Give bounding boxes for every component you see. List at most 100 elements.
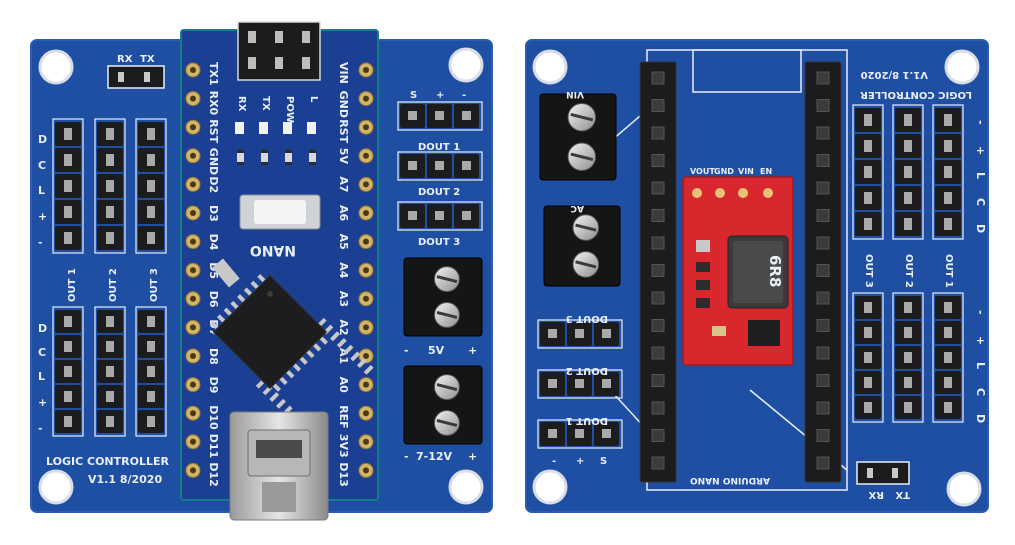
svg-text:D: D <box>38 133 47 146</box>
servo-headers-left <box>52 118 167 437</box>
nano-pin-label: RX0 <box>207 91 220 116</box>
svg-text:-: - <box>404 450 409 463</box>
nano-pin-label: D12 <box>207 462 220 486</box>
svg-text:OUT 2: OUT 2 <box>108 268 119 302</box>
screw-terminals-left <box>403 257 483 445</box>
svg-text:OUT 1: OUT 1 <box>67 268 78 302</box>
out-labels-right: OUT 3 OUT 2 OUT 1 <box>863 254 954 288</box>
dout-pin-labels-right: - + S <box>552 456 607 467</box>
nano-leds: RX TX POW L <box>235 96 319 165</box>
screw-terminals-right <box>539 93 621 287</box>
nano-pin-label: A7 <box>337 176 350 192</box>
signal-letters-right-upper: - + L C D <box>974 120 987 233</box>
nano-pin-label: D8 <box>207 348 220 365</box>
rx-label: RX <box>117 54 133 65</box>
svg-text:+: + <box>436 90 444 101</box>
svg-text:DOUT 3: DOUT 3 <box>418 237 460 248</box>
svg-text:DOUT 1: DOUT 1 <box>418 142 460 153</box>
svg-text:C: C <box>38 346 46 359</box>
svg-text:VOUT: VOUT <box>690 167 715 176</box>
nano-pin-label: TX1 <box>207 62 220 86</box>
usb-connector <box>229 411 329 521</box>
svg-text:+: + <box>974 336 987 345</box>
svg-text:L: L <box>308 96 319 103</box>
dout-headers-right <box>537 319 623 449</box>
nano-pin-label: RST <box>207 119 220 143</box>
svg-text:+: + <box>468 344 477 357</box>
svg-text:GND: GND <box>714 167 734 176</box>
svg-text:+: + <box>576 456 584 467</box>
svg-text:V1.1 8/2020: V1.1 8/2020 <box>861 69 928 80</box>
svg-text:-: - <box>38 236 43 249</box>
signal-letters-lower: D C L + - <box>38 322 47 435</box>
nano-pin-label: D6 <box>207 291 220 308</box>
rx-tx-header-right: RX TX <box>856 461 910 500</box>
terminal-labels-left: - 5V + - 7-12V + <box>404 344 477 463</box>
svg-text:S: S <box>600 456 607 467</box>
svg-text:L: L <box>974 172 987 179</box>
female-headers <box>639 61 842 483</box>
reset-button <box>239 194 321 230</box>
nano-pin-label: GND <box>337 91 350 118</box>
terminal-12v-label: 7-12V <box>416 450 453 463</box>
svg-text:RX: RX <box>868 489 884 500</box>
nano-pin-label: A6 <box>337 205 350 222</box>
svg-text:RX: RX <box>236 96 247 112</box>
left-footer-text: LOGIC CONTROLLER V1.1 8/2020 <box>46 455 169 486</box>
svg-text:+: + <box>468 450 477 463</box>
svg-text:DOUT 3: DOUT 3 <box>566 313 608 324</box>
svg-text:EN: EN <box>760 167 772 176</box>
mounting-holes-left <box>38 47 484 505</box>
nano-pin-label: D13 <box>337 462 350 486</box>
svg-text:DOUT 2: DOUT 2 <box>418 187 460 198</box>
nano-pin-label: D11 <box>207 434 220 458</box>
svg-text:TX: TX <box>260 96 271 111</box>
mounting-holes-right <box>532 49 982 507</box>
svg-text:L: L <box>38 184 45 197</box>
svg-text:-: - <box>462 90 466 101</box>
svg-text:OUT 3: OUT 3 <box>149 268 160 302</box>
nano-pin-pads <box>185 62 374 478</box>
svg-text:C: C <box>38 159 46 172</box>
nano-footprint-label: ARDUINO NANO <box>690 475 770 485</box>
svg-text:POW: POW <box>284 96 295 123</box>
footer-version: V1.1 8/2020 <box>88 473 162 486</box>
svg-text:DOUT 1: DOUT 1 <box>566 415 608 426</box>
terminal-5v-label: 5V <box>428 344 445 357</box>
dout-labels-left: DOUT 1 DOUT 2 DOUT 3 <box>418 142 460 248</box>
nano-pin-label: A0 <box>337 377 350 394</box>
nano-pin-label: RST <box>337 119 350 143</box>
nano-pin-label: A4 <box>337 262 350 279</box>
svg-text:-: - <box>404 344 409 357</box>
nano-pin-label: GND <box>207 148 220 175</box>
crystal <box>212 258 240 288</box>
svg-text:-: - <box>974 310 987 315</box>
svg-text:L: L <box>974 362 987 369</box>
svg-text:TX: TX <box>895 489 910 500</box>
svg-text:DOUT 2: DOUT 2 <box>566 365 608 376</box>
nano-pin-label: D9 <box>207 377 220 394</box>
nano-pin-label: 5V <box>337 148 350 165</box>
inductor-code: 6R8 <box>766 255 784 287</box>
svg-text:C: C <box>974 388 987 396</box>
terminal-vin-label: VIN <box>566 89 584 99</box>
footer-title: LOGIC CONTROLLER <box>46 455 169 468</box>
icsp-header <box>237 21 321 81</box>
dout-pin-labels-left: S + - <box>410 90 466 101</box>
svg-text:OUT 3: OUT 3 <box>863 254 874 288</box>
nano-pin-label: A5 <box>337 234 350 250</box>
svg-text:-: - <box>974 120 987 125</box>
terminal-ac-label: AC <box>570 203 584 213</box>
nano-pin-label: D3 <box>207 205 220 222</box>
svg-text:OUT 1: OUT 1 <box>943 254 954 288</box>
svg-text:+: + <box>974 146 987 155</box>
nano-pin-label: A3 <box>337 291 350 307</box>
signal-letters-upper: D C L + - <box>38 133 47 249</box>
nano-pin-label: VIN <box>337 62 350 84</box>
dout-headers-left <box>397 101 483 231</box>
left-board: RX TX D C L + - D C L + - OUT 1 OUT 2 OU… <box>30 21 493 521</box>
svg-text:+: + <box>38 210 47 223</box>
svg-text:LOGIC CONTROLLER: LOGIC CONTROLLER <box>860 89 972 100</box>
